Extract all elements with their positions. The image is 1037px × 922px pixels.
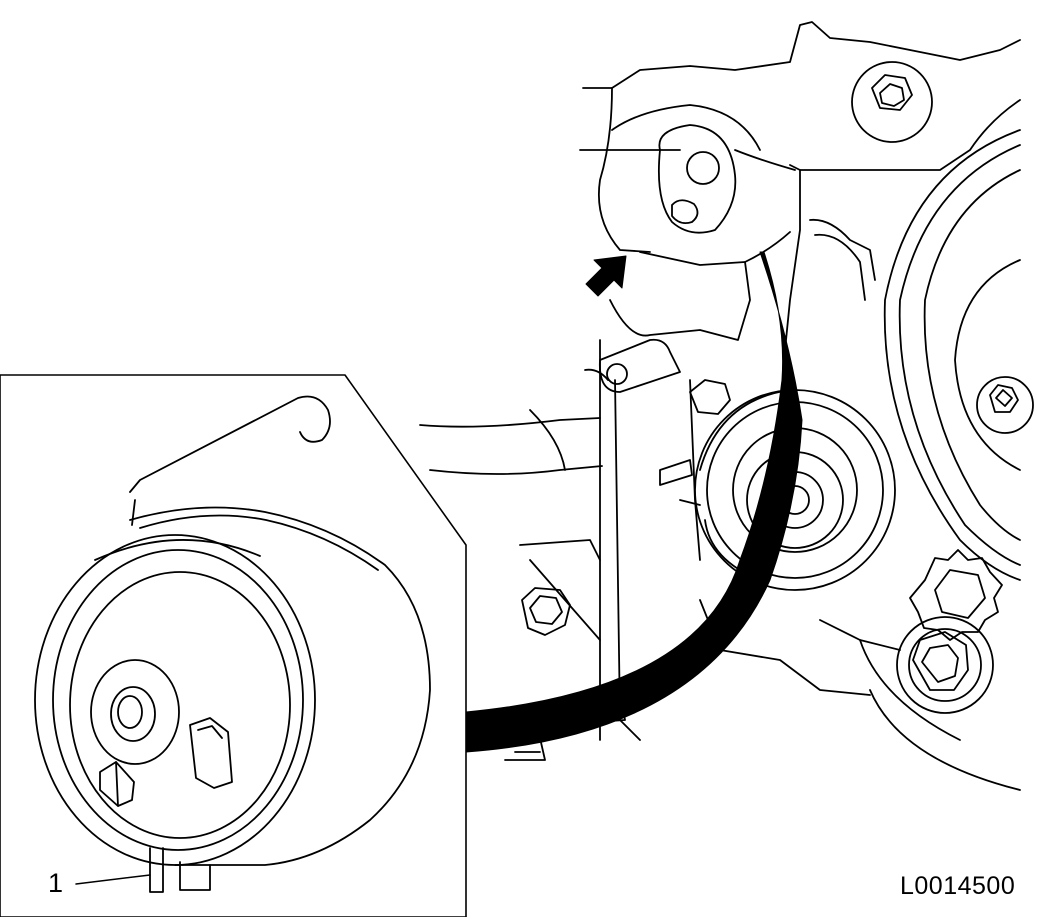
pointer-arrow — [585, 255, 627, 297]
detail-leader-band — [465, 251, 803, 753]
tensioner-arm-bracket — [598, 338, 681, 393]
callout-number-1: 1 — [48, 868, 64, 898]
engine-block — [419, 21, 1021, 791]
bolt-mid-left — [689, 379, 731, 415]
bolt-top — [851, 61, 933, 143]
crankshaft-pulley — [883, 129, 1021, 581]
bolt-left-lower — [521, 587, 571, 636]
callout-leader-line — [75, 874, 151, 885]
bolt-center-right — [976, 376, 1034, 434]
belt-tensioner-detail — [34, 395, 431, 893]
bolt-lower-right — [896, 616, 994, 714]
bolt-lower-right-star — [909, 549, 1003, 641]
locating-pin-1 — [149, 847, 164, 893]
figure-code: L0014500 — [900, 872, 1016, 900]
tensioner-mount — [611, 104, 761, 234]
